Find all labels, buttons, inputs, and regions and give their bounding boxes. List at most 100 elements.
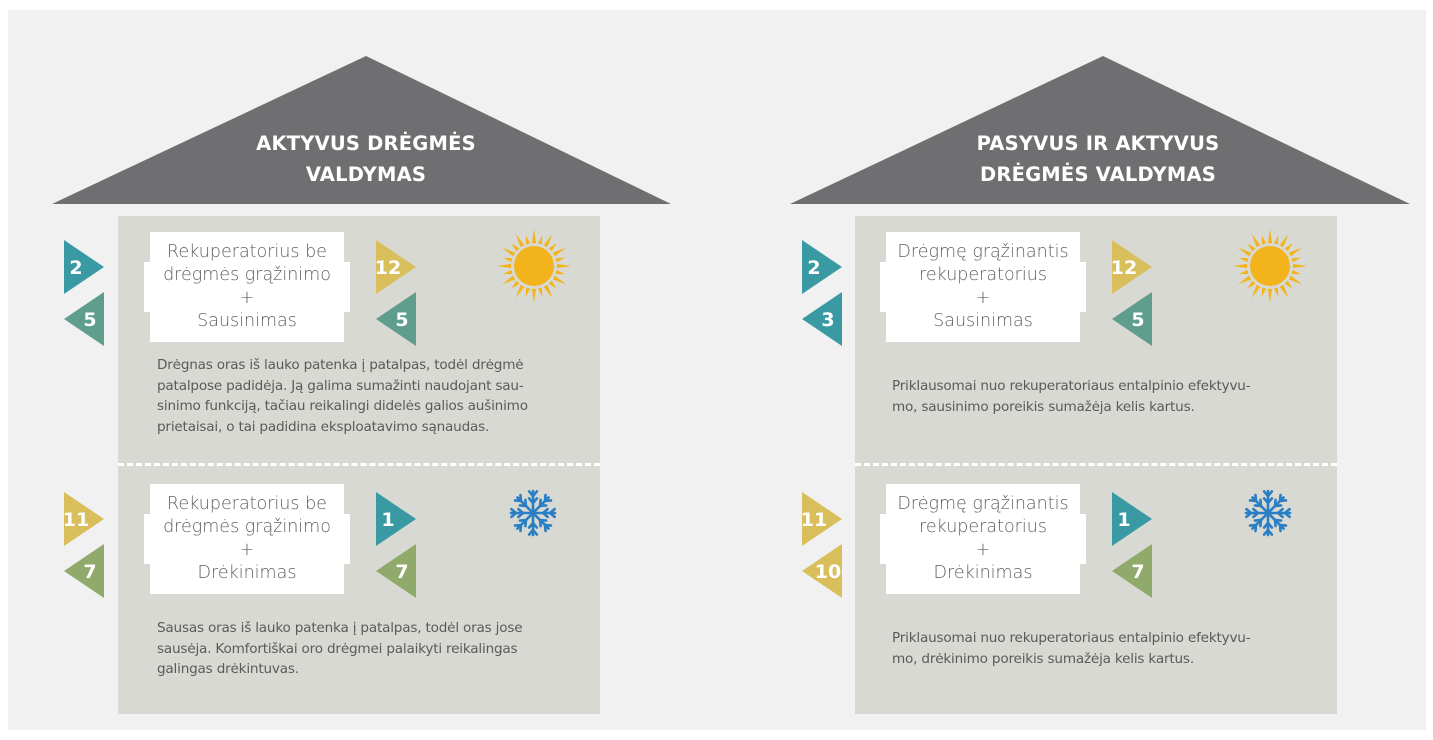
- sun-ray: [1239, 257, 1249, 263]
- sun-ray: [1288, 247, 1303, 257]
- badge-right-summer-out: 5: [376, 292, 416, 346]
- sun-ray: [1292, 263, 1307, 269]
- badge-right-winter-in: 1: [376, 492, 416, 546]
- description-summer: Drėgnas oras iš lauko patenka į patalpas…: [157, 357, 528, 435]
- sun-ray: [503, 257, 513, 263]
- sun-ray: [556, 263, 571, 269]
- system-label: Drėgmę grąžinantis rekuperatorius + Saus…: [897, 242, 1069, 331]
- badge-triangle: [64, 544, 104, 598]
- sun-ray: [1291, 257, 1301, 263]
- sun-ray: [1261, 235, 1267, 245]
- sun-ray: [1284, 243, 1293, 252]
- sun-ray: [555, 257, 565, 263]
- badge-right-winter-out: 7: [376, 544, 416, 598]
- sun-ray: [1251, 284, 1261, 299]
- system-box-shape: [880, 232, 1086, 342]
- badge-value: 7: [1131, 561, 1144, 583]
- sun-ray: [511, 243, 520, 252]
- sun-ray: [1273, 287, 1279, 297]
- badge-triangle: [64, 292, 104, 346]
- badge-value: 5: [395, 309, 408, 331]
- diagram-canvas: AKTYVUS DRĖGMĖS VALDYMAS Rekuperatorius …: [8, 10, 1426, 730]
- sun-ray: [501, 275, 516, 285]
- badge-value: 2: [69, 257, 82, 279]
- sun-ray: [1279, 233, 1289, 248]
- description-winter: Priklausomai nuo rekuperatoriaus entalpi…: [892, 630, 1251, 667]
- snowflake-shape: [1244, 489, 1292, 537]
- sun-ray: [1247, 280, 1256, 289]
- sun-ray: [525, 235, 531, 245]
- badge-triangle: [1112, 292, 1152, 346]
- badge-right-summer-in: 12: [375, 240, 416, 294]
- sun-ray: [552, 275, 567, 285]
- sun-ray: [537, 287, 543, 297]
- badge-value: 1: [1117, 509, 1130, 531]
- sun-ray: [1261, 287, 1267, 297]
- sun-ray: [1237, 247, 1252, 257]
- system-label: Rekuperatorius be drėgmės grąžinimo + Dr…: [163, 494, 331, 583]
- sun-ray: [531, 229, 537, 244]
- house-title: AKTYVUS DRĖGMĖS VALDYMAS: [256, 132, 476, 186]
- badge-value: 11: [801, 509, 827, 531]
- badge-value: 11: [63, 509, 89, 531]
- snowflake-icon: [1244, 489, 1292, 537]
- badge-triangle: [1112, 544, 1152, 598]
- sun-ray: [1273, 235, 1279, 245]
- badge-value: 2: [807, 257, 820, 279]
- badge-value: 10: [815, 561, 841, 583]
- sun-ray: [543, 284, 553, 299]
- description-winter: Sausas oras iš lauko patenka į patalpas,…: [157, 620, 523, 677]
- sun-ray: [555, 269, 565, 275]
- season-divider: [855, 463, 1337, 466]
- sun-icon: [1233, 229, 1307, 303]
- system-box-summer: Rekuperatorius be drėgmės grąžinimo + Sa…: [144, 232, 350, 342]
- badge-left-summer-out: 3: [802, 292, 842, 346]
- system-box-shape: [144, 484, 350, 594]
- sun-ray: [1239, 269, 1249, 275]
- badge-value: 12: [1111, 257, 1137, 279]
- badge-value: 1: [381, 509, 394, 531]
- system-box-shape: [144, 232, 350, 342]
- badge-value: 12: [375, 257, 401, 279]
- sun-ray: [552, 247, 567, 257]
- sun-ray: [548, 280, 557, 289]
- badge-left-summer-in: 2: [64, 240, 104, 294]
- badge-left-summer-in: 2: [802, 240, 842, 294]
- badge-triangle: [802, 544, 842, 598]
- sun-ray: [1279, 284, 1289, 299]
- sun-ray: [1291, 269, 1301, 275]
- badge-triangle: [802, 240, 842, 294]
- badge-left-summer-out: 5: [64, 292, 104, 346]
- badge-triangle: [376, 240, 416, 294]
- badge-triangle: [64, 240, 104, 294]
- badge-triangle: [802, 292, 842, 346]
- roof: [52, 56, 671, 204]
- sun-ray: [1237, 275, 1252, 285]
- badge-right-summer-in: 12: [1111, 240, 1152, 294]
- badge-right-winter-out: 7: [1112, 544, 1152, 598]
- system-label: Rekuperatorius be drėgmės grąžinimo + Sa…: [163, 242, 331, 331]
- badge-left-winter-out: 10: [802, 544, 842, 598]
- badge-left-winter-out: 7: [64, 544, 104, 598]
- badge-value: 5: [1131, 309, 1144, 331]
- description-summer: Priklausomai nuo rekuperatoriaus entalpi…: [892, 378, 1251, 415]
- badge-triangle: [376, 492, 416, 546]
- sun-ray: [503, 269, 513, 275]
- badge-triangle: [1112, 240, 1152, 294]
- snowflake-shape: [509, 489, 557, 537]
- system-box-shape: [880, 484, 1086, 594]
- sun-ray: [525, 287, 531, 297]
- system-box-winter: Rekuperatorius be drėgmės grąžinimo + Dr…: [144, 484, 350, 594]
- badge-triangle: [802, 492, 842, 546]
- sun-disc: [1250, 246, 1290, 286]
- sun-ray: [1233, 263, 1248, 269]
- badge-left-winter-in: 11: [801, 492, 842, 546]
- badge-triangle: [376, 544, 416, 598]
- sun-ray: [501, 247, 516, 257]
- badge-right-winter-in: 1: [1112, 492, 1152, 546]
- sun-ray: [497, 263, 512, 269]
- sun-ray: [543, 233, 553, 248]
- season-divider: [118, 463, 600, 466]
- badge-value: 7: [83, 561, 96, 583]
- sun-ray: [531, 288, 537, 303]
